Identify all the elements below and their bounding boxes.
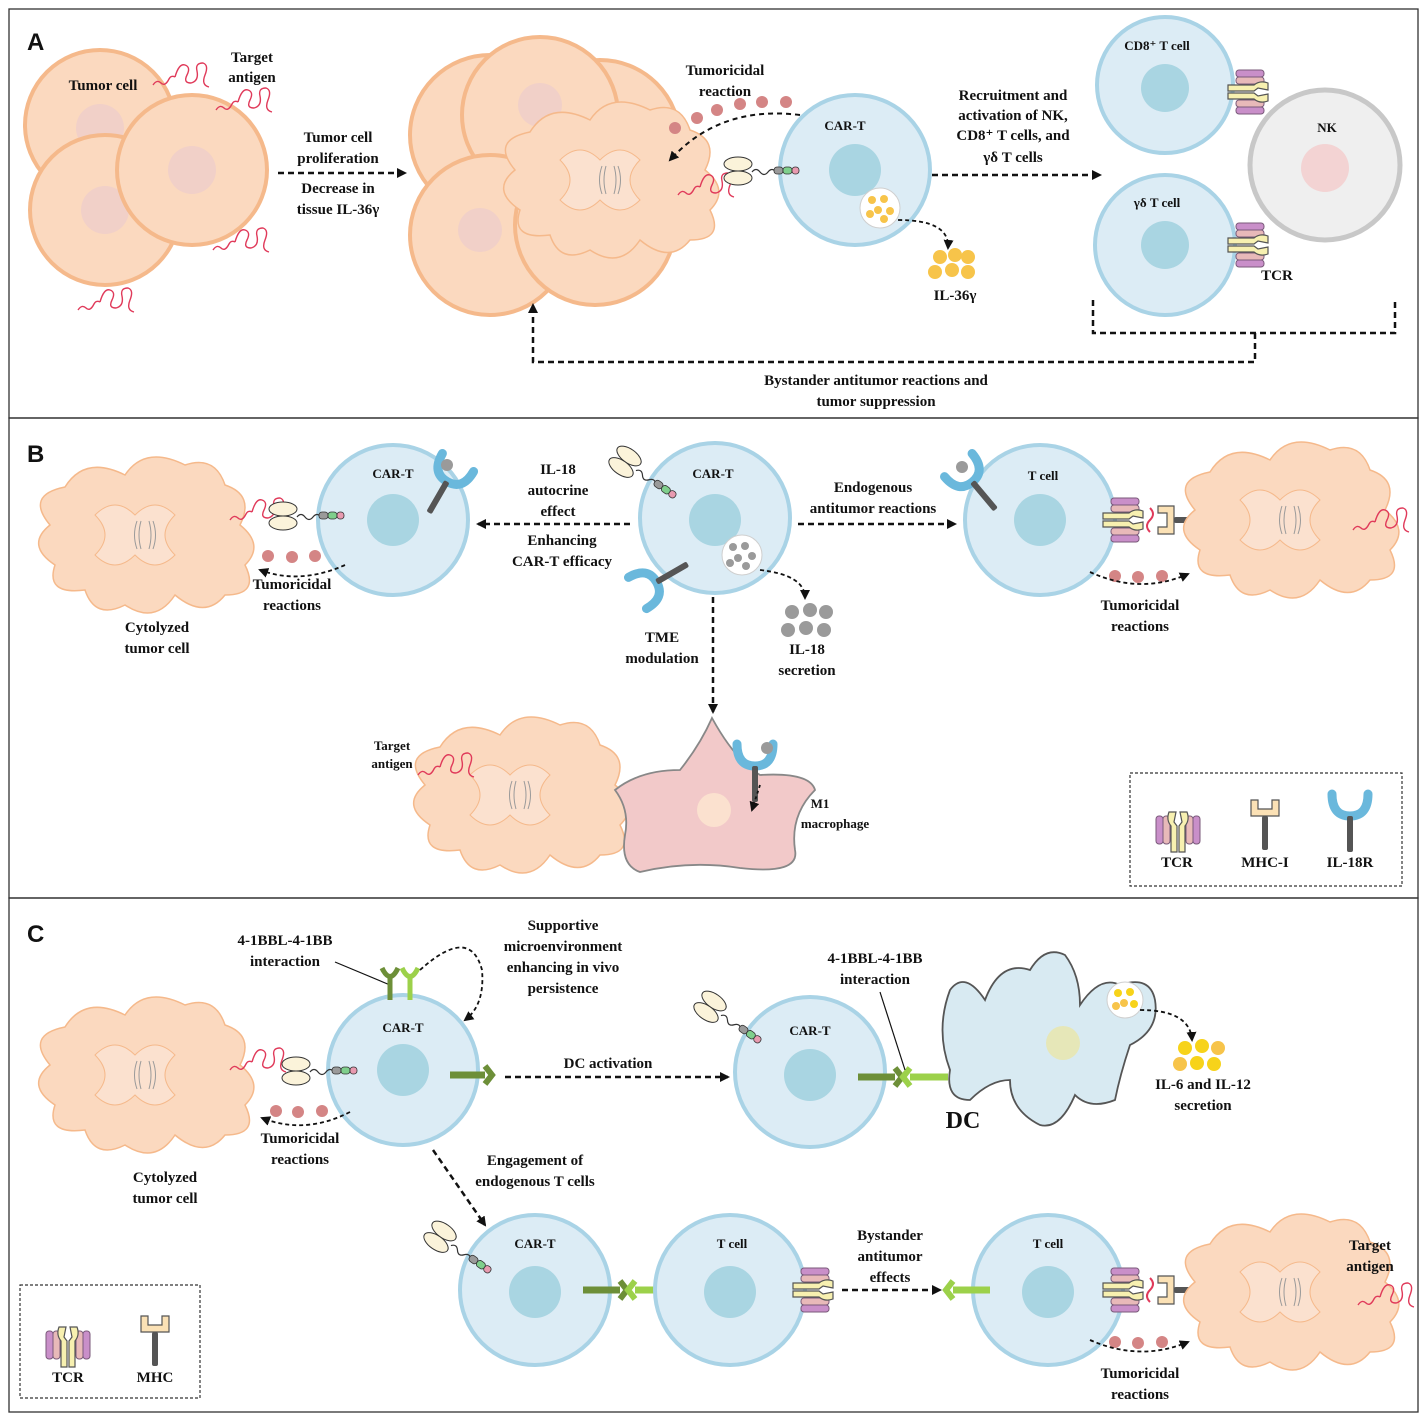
cytolyzed-label: Cytolyzed <box>125 620 190 636</box>
endogenous-label: Endogenous <box>834 480 913 496</box>
panel-a: A Tumor cell Target antigen Tumor cell p… <box>23 15 1403 410</box>
il18-granule <box>721 534 763 576</box>
enhancing-label: Enhancing <box>527 533 597 549</box>
recruitment-label: γδ T cells <box>982 150 1043 166</box>
legend-mhc-i: MHC-I <box>1241 855 1289 871</box>
engagement-label: Engagement of <box>487 1153 584 1169</box>
legend-il18r: IL-18R <box>1327 855 1374 871</box>
target-antigen-label: Target <box>231 50 273 66</box>
il6-il12-label: IL-6 and IL-12 <box>1155 1077 1251 1093</box>
cytolyzed-label: Cytolyzed <box>133 1170 198 1186</box>
tumoricidal-label: Tumoricidal <box>686 63 765 79</box>
il36-label: IL-36γ <box>934 288 977 304</box>
tumor-cell-label: Tumor cell <box>69 78 138 94</box>
autocrine-label: autocrine <box>528 483 589 499</box>
tumoricidal-label: Tumoricidal <box>1101 598 1180 614</box>
panel-b-letter: B <box>27 441 44 468</box>
interaction-label: 4-1BBL-4-1BB <box>827 951 922 967</box>
legend-tcr: TCR <box>52 1370 84 1386</box>
il6-il12-granule <box>1106 981 1144 1019</box>
car-t-label: CAR-T <box>692 466 733 481</box>
autocrine-label: IL-18 <box>540 462 576 478</box>
t-cell-label: T cell <box>717 1236 748 1251</box>
dc-activation-label: DC activation <box>564 1056 653 1072</box>
bystander-label: antitumor <box>858 1249 923 1265</box>
bystander-label: tumor suppression <box>816 394 936 410</box>
interaction-label: 4-1BBL-4-1BB <box>237 933 332 949</box>
target-antigen-label: antigen <box>371 756 413 771</box>
4-1bbl-interaction <box>858 1066 948 1088</box>
macrophage-label: macrophage <box>801 816 870 831</box>
interaction-label: interaction <box>250 954 321 970</box>
car-t-label: CAR-T <box>372 466 413 481</box>
panel-b: B Cytolyzed tumor cell CAR-T Tumoricidal… <box>27 441 1410 887</box>
car-t-label: CAR-T <box>514 1236 555 1251</box>
supportive-label: microenvironment <box>504 939 623 955</box>
recruitment-label: Recruitment and <box>959 88 1068 104</box>
legend-c: TCR MHC <box>19 1284 201 1399</box>
panel-c: C Cytolyzed tumor cell 4-1BBL-4-1BB inte… <box>19 918 1415 1403</box>
legend-tcr: TCR <box>1161 855 1193 871</box>
recruitment-label: CD8⁺ T cells, and <box>956 128 1070 144</box>
tcr-label: TCR <box>1261 268 1293 284</box>
dc-label: DC <box>946 1108 981 1134</box>
legend-mhc: MHC <box>137 1370 174 1386</box>
autocrine-label: effect <box>541 504 576 520</box>
tumoricidal-label: reactions <box>1111 619 1169 635</box>
panel-a-letter: A <box>27 29 44 56</box>
bystander-label: Bystander antitumor reactions and <box>764 373 988 389</box>
proliferation-label: tissue IL-36γ <box>297 202 379 218</box>
tumoricidal-label: Tumoricidal <box>1101 1366 1180 1382</box>
legend-b: TCR MHC-I IL-18R <box>1129 772 1403 887</box>
car-t-label: CAR-T <box>382 1020 423 1035</box>
recruitment-label: activation of NK, <box>958 108 1068 124</box>
tumoricidal-label: reactions <box>263 598 321 614</box>
target-antigen-label: antigen <box>1346 1259 1394 1275</box>
panel-c-letter: C <box>27 921 44 948</box>
cd8-label: CD8⁺ T cell <box>1124 38 1190 53</box>
macrophage-label: M1 <box>811 796 830 811</box>
nk-label: NK <box>1317 120 1337 135</box>
supportive-label: Supportive <box>528 918 599 934</box>
proliferation-label: Decrease in <box>301 181 375 197</box>
tumoricidal-label: reaction <box>699 84 752 100</box>
il6-il12-label: secretion <box>1174 1098 1232 1114</box>
proliferation-label: proliferation <box>297 151 379 167</box>
supportive-label: enhancing in vivo <box>507 960 620 976</box>
supportive-label: persistence <box>528 981 599 997</box>
car-t-label: CAR-T <box>824 118 865 133</box>
target-antigen-label: Target <box>374 738 411 753</box>
tumoricidal-label: Tumoricidal <box>261 1131 340 1147</box>
bystander-label: effects <box>870 1270 911 1286</box>
target-antigen-label: antigen <box>228 70 276 86</box>
il18-secretion-label: IL-18 <box>789 642 825 658</box>
tumoricidal-label: reactions <box>1111 1387 1169 1403</box>
4-1bb-receptor <box>450 1064 496 1086</box>
il18-secretion-label: secretion <box>778 663 836 679</box>
il36-granule <box>859 187 901 229</box>
4-1bb-pair <box>379 966 421 1000</box>
bystander-label: Bystander <box>857 1228 923 1244</box>
t-cell-label: T cell <box>1033 1236 1064 1251</box>
tme-label: modulation <box>625 651 699 667</box>
interaction-label: interaction <box>840 972 911 988</box>
car-t-label: CAR-T <box>789 1023 830 1038</box>
gd-label: γδ T cell <box>1133 195 1181 210</box>
tumoricidal-label: reactions <box>271 1152 329 1168</box>
enhancing-label: CAR-T efficacy <box>512 554 613 570</box>
t-cell-label: T cell <box>1028 468 1059 483</box>
cytolyzed-label: tumor cell <box>124 641 189 657</box>
engagement-label: endogenous T cells <box>475 1174 595 1190</box>
target-antigen-label: Target <box>1349 1238 1391 1254</box>
tumoricidal-label: Tumoricidal <box>253 577 332 593</box>
endogenous-label: antitumor reactions <box>810 501 937 517</box>
cytolyzed-label: tumor cell <box>132 1191 197 1207</box>
proliferation-label: Tumor cell <box>304 130 373 146</box>
tme-label: TME <box>645 630 679 646</box>
